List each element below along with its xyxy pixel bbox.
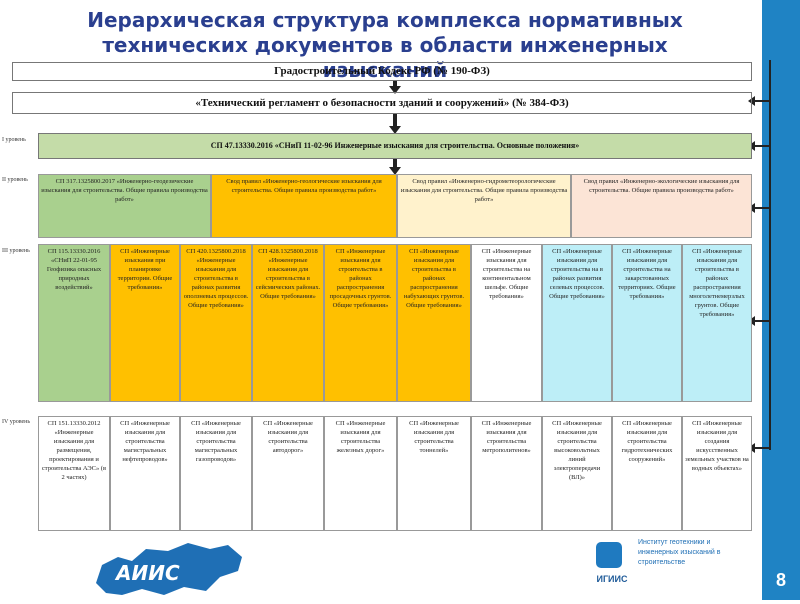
slide-sidebar: 8 — [762, 0, 800, 600]
igiis-name: Институт геотехники и инженерных изыскан… — [638, 539, 721, 566]
sp-row5-item: СП «Инженерные изыскания при планировке … — [110, 244, 180, 402]
sp-row6-item: СП «Инженерные изыскания для строительст… — [110, 416, 180, 531]
down-arrow-icon — [389, 86, 401, 94]
sp-47-box: СП 47.13330.2016 «СНиП 11-02-96 Инженерн… — [38, 133, 752, 159]
left-arrow-icon — [748, 316, 770, 326]
sp-row5-item: СП «Инженерные изыскания для строительст… — [324, 244, 397, 402]
sp-row5-item: СП «Инженерные изыскания для строительст… — [612, 244, 682, 402]
federal-law-190: Градостроительный Кодекс РФ (№ 190-ФЗ) — [12, 62, 752, 81]
right-connector-line — [769, 60, 771, 450]
aiis-logo: АИИС — [88, 535, 248, 600]
left-arrow-icon — [748, 141, 770, 151]
sp-row5-item: СП «Инженерные изыскания для строительст… — [397, 244, 471, 402]
sp-row6-item: СП «Инженерные изыскания для создания ис… — [682, 416, 752, 531]
igiis-mark-icon — [596, 542, 622, 568]
sp-row6-item: СП «Инженерные изыскания для строительст… — [324, 416, 397, 531]
level-label-1: I уровень — [2, 137, 26, 143]
page-number: 8 — [775, 570, 786, 590]
sp-geodetic: СП 317.1325800.2017 «Инженерно-геодезиче… — [38, 174, 211, 238]
connector-line — [393, 81, 397, 89]
sp-row5-item: СП 428.1325800.2018 «Инженерные изыскани… — [252, 244, 324, 402]
left-arrow-icon — [748, 96, 770, 106]
sp-row6-item: СП «Инженерные изыскания для строительст… — [471, 416, 542, 531]
sp-row6-item: СП «Инженерные изыскания для строительст… — [252, 416, 324, 531]
sp-row6-item: СП 151.13330.2012 «Инженерные изыскания … — [38, 416, 110, 531]
igiis-logo: ИГИИС Институт геотехники и инженерных и… — [590, 534, 750, 594]
down-arrow-icon — [389, 126, 401, 134]
igiis-abbr: ИГИИС — [596, 574, 628, 584]
sp-row6-item: СП «Инженерные изыскания для строительст… — [397, 416, 471, 531]
slide-title: Иерархическая структура комплекса нормат… — [20, 8, 750, 82]
sp-row5-item: СП «Инженерные изыскания для строительст… — [471, 244, 542, 402]
title-line-1: Иерархическая структура комплекса нормат… — [87, 8, 683, 32]
russia-map-icon — [96, 543, 242, 595]
sp-row5-item: СП 420.1325800.2018 «Инженерные изыскани… — [180, 244, 252, 402]
level-label-4: IV уровень — [2, 419, 31, 425]
left-arrow-icon — [748, 203, 770, 213]
connector-line — [393, 159, 397, 169]
sp-ecological: Свод правил «Инженерно-экологические изы… — [571, 174, 752, 238]
sp-row5-item: СП 115.13330.2016 «СНиП 22-01-95 Геофизи… — [38, 244, 110, 402]
federal-law-384: «Технический регламент о безопасности зд… — [12, 92, 752, 114]
title-line-2: технических документов в области инженер… — [102, 33, 668, 57]
left-arrow-icon — [748, 443, 770, 453]
sp-row5-item: СП «Инженерные изыскания для строительст… — [542, 244, 612, 402]
down-arrow-icon — [389, 167, 401, 175]
aiis-logo-text: АИИС — [116, 561, 180, 585]
sp-row5-item: СП «Инженерные изыскания для строительст… — [682, 244, 752, 402]
sp-geological: Свод правил «Инженерно-геологические изы… — [211, 174, 397, 238]
sp-row6-item: СП «Инженерные изыскания для строительст… — [612, 416, 682, 531]
level-label-3: III уровень — [2, 248, 30, 254]
sp-row6-item: СП «Инженерные изыскания для строительст… — [542, 416, 612, 531]
level-label-2: II уровень — [2, 177, 28, 183]
sp-hydrometeorological: Свод правил «Инженерно-гидрометеорологич… — [397, 174, 571, 238]
sp-row6-item: СП «Инженерные изыскания для строительст… — [180, 416, 252, 531]
connector-line — [393, 114, 397, 128]
